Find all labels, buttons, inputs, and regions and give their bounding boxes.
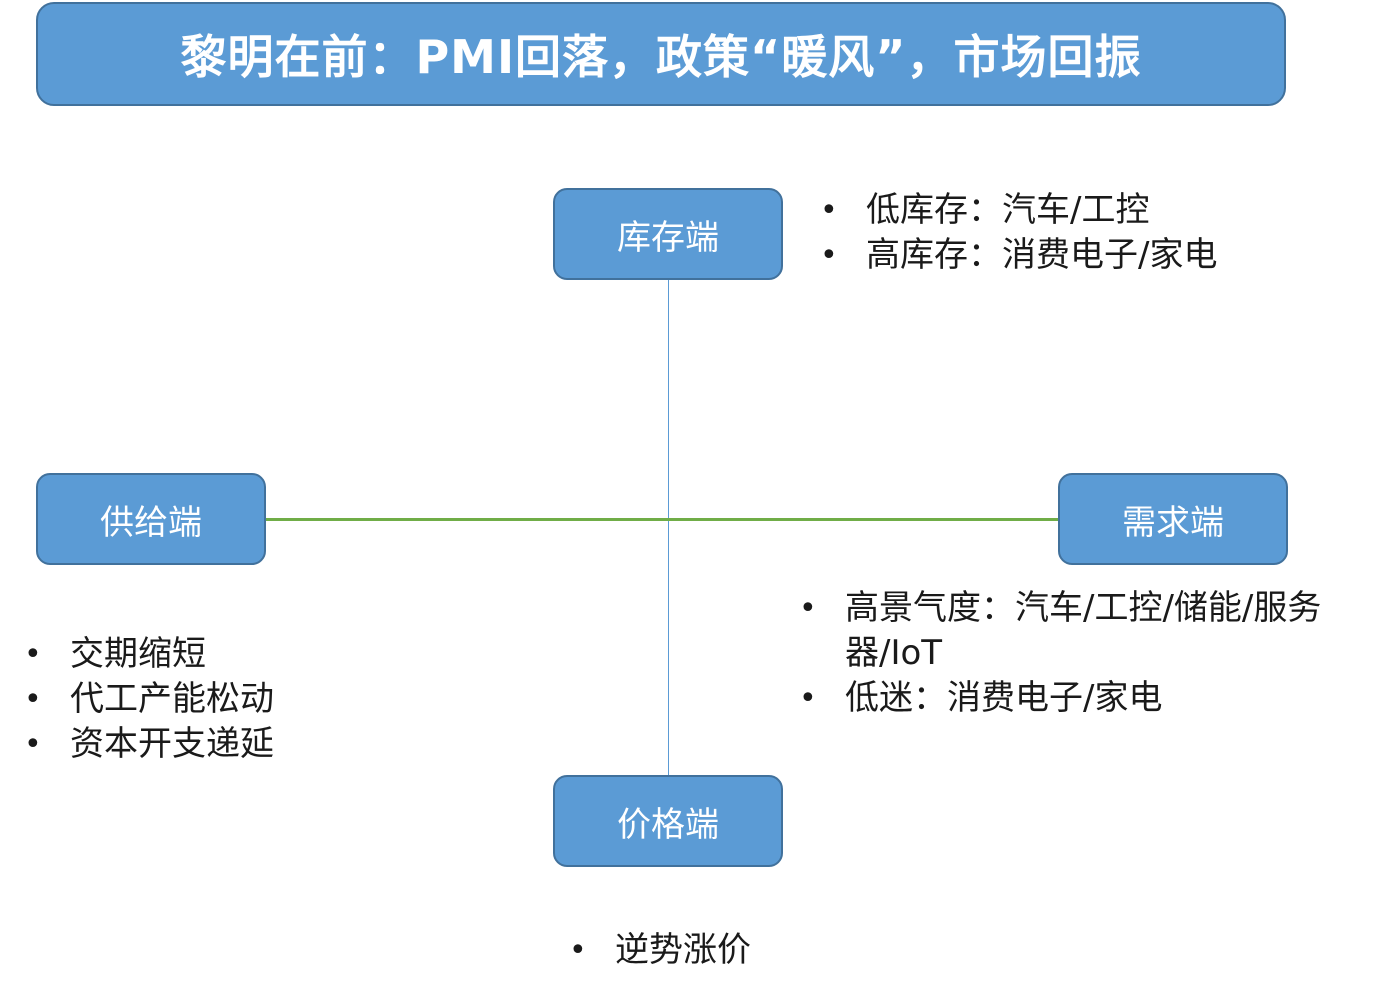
title-banner: 黎明在前：PMI回落，政策“暖风”，市场回振 bbox=[36, 2, 1286, 106]
horizontal-connector-line bbox=[266, 518, 1058, 521]
supply-node: 供给端 bbox=[36, 473, 266, 565]
bullet-icon: • bbox=[820, 193, 838, 228]
list-item-text: 逆势涨价 bbox=[615, 930, 751, 970]
price-node: 价格端 bbox=[553, 775, 783, 867]
supply-node-label: 供给端 bbox=[100, 502, 202, 543]
list-item: • 交期缩短 bbox=[22, 632, 382, 677]
list-item: • 低库存：汽车/工控 bbox=[818, 188, 1378, 233]
bullet-icon: • bbox=[569, 933, 587, 968]
demand-node-label: 需求端 bbox=[1122, 502, 1224, 543]
bullet-icon: • bbox=[799, 681, 817, 716]
list-item-text: 高库存：消费电子/家电 bbox=[866, 235, 1218, 275]
list-item-text: 高景气度：汽车/工控/储能/服务器/IoT bbox=[845, 588, 1322, 673]
inventory-node: 库存端 bbox=[553, 188, 783, 280]
vertical-connector-line bbox=[668, 280, 669, 775]
inventory-node-label: 库存端 bbox=[617, 217, 719, 258]
inventory-bullet-list: • 低库存：汽车/工控 • 高库存：消费电子/家电 bbox=[818, 188, 1378, 278]
bullet-icon: • bbox=[820, 238, 838, 273]
page-title: 黎明在前：PMI回落，政策“暖风”，市场回振 bbox=[180, 30, 1142, 84]
list-item-text: 资本开支递延 bbox=[70, 724, 274, 764]
price-node-label: 价格端 bbox=[617, 804, 719, 845]
list-item: • 低迷：消费电子/家电 bbox=[797, 676, 1387, 721]
bullet-icon: • bbox=[24, 637, 42, 672]
supply-bullet-list: • 交期缩短 • 代工产能松动 • 资本开支递延 bbox=[22, 632, 382, 767]
list-item-text: 低迷：消费电子/家电 bbox=[845, 678, 1163, 718]
list-item: • 逆势涨价 bbox=[567, 928, 887, 973]
list-item-text: 低库存：汽车/工控 bbox=[866, 190, 1150, 230]
list-item: • 高库存：消费电子/家电 bbox=[818, 233, 1378, 278]
list-item: • 代工产能松动 bbox=[22, 677, 382, 722]
list-item: • 资本开支递延 bbox=[22, 722, 382, 767]
bullet-icon: • bbox=[24, 727, 42, 762]
demand-bullet-list: • 高景气度：汽车/工控/储能/服务器/IoT • 低迷：消费电子/家电 bbox=[797, 586, 1387, 721]
bullet-icon: • bbox=[24, 682, 42, 717]
list-item-text: 代工产能松动 bbox=[70, 679, 274, 719]
bullet-icon: • bbox=[799, 591, 817, 626]
list-item: • 高景气度：汽车/工控/储能/服务器/IoT bbox=[797, 586, 1387, 676]
demand-node: 需求端 bbox=[1058, 473, 1288, 565]
list-item-text: 交期缩短 bbox=[70, 634, 206, 674]
price-bullet-list: • 逆势涨价 bbox=[567, 928, 887, 973]
